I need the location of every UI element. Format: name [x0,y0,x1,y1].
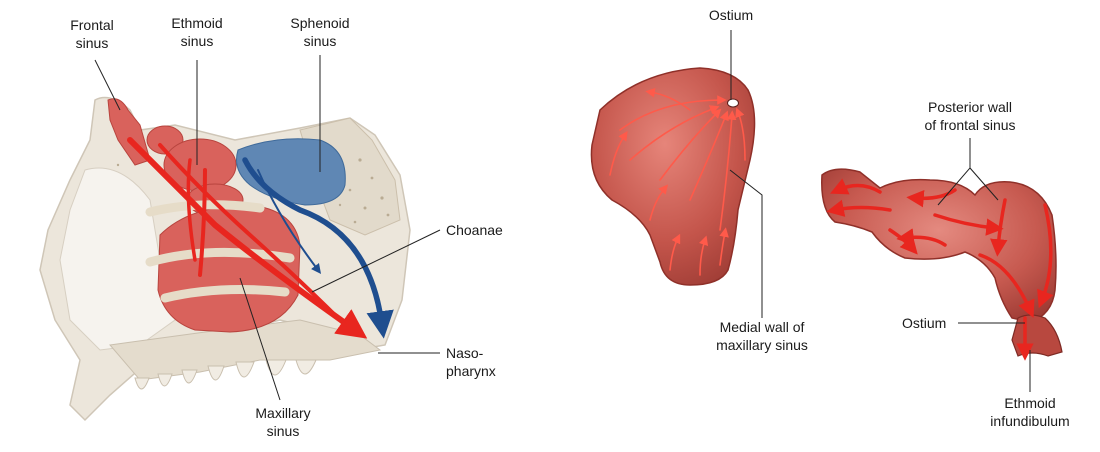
frontal-sinus-cast [822,138,1062,392]
sagittal-section [40,55,440,420]
ostium-opening [728,99,739,107]
maxillary-sinus-shape [158,205,300,332]
label-nasopharynx: Naso- pharynx [446,344,496,380]
label-ostium-frontal: Ostium [902,314,946,332]
label-maxillary-sinus: Maxillary sinus [246,404,320,440]
label-choanae: Choanae [446,221,503,239]
label-ethmoid-infundibulum: Ethmoid infundibulum [978,394,1082,430]
frontal-cast-shape [822,169,1056,322]
label-medial-wall: Medial wall of maxillary sinus [706,318,818,354]
infundibulum-shape [1012,315,1062,356]
label-posterior-wall: Posterior wall of frontal sinus [910,98,1030,134]
label-ethmoid-sinus: Ethmoid sinus [164,14,230,50]
label-ostium-maxillary: Ostium [700,6,762,24]
maxillary-sinus-cast [591,30,762,318]
label-sphenoid-sinus: Sphenoid sinus [282,14,358,50]
label-frontal-sinus: Frontal sinus [62,16,122,52]
